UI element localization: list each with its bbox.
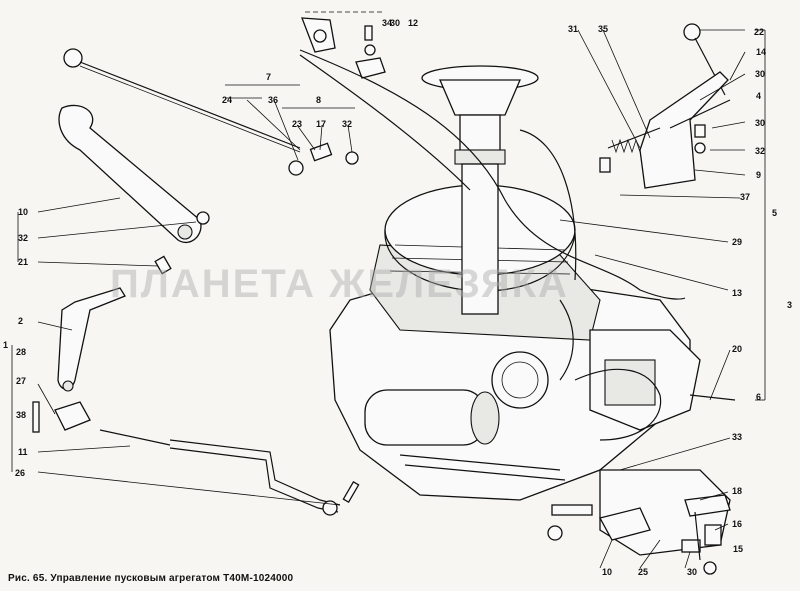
callout-14: 14	[756, 47, 766, 57]
callout-6: 6	[756, 392, 761, 402]
callout-15: 15	[733, 544, 743, 554]
engine-block	[329, 184, 736, 556]
callout-36: 36	[268, 95, 278, 105]
callout-23: 23	[292, 119, 302, 129]
callout-32b: 32	[342, 119, 352, 129]
callout-31: 31	[568, 24, 578, 34]
callout-9: 9	[756, 170, 761, 180]
linkage-lower-right	[547, 494, 731, 575]
callout-8: 8	[316, 95, 321, 105]
callout-37: 37	[740, 192, 750, 202]
callout-22: 22	[754, 27, 764, 37]
callout-32a: 32	[18, 233, 28, 243]
callout-21: 21	[18, 257, 28, 267]
callout-10a: 10	[18, 207, 28, 217]
callout-38: 38	[16, 410, 26, 420]
callout-10b: 10	[602, 567, 612, 577]
callout-18: 18	[732, 486, 742, 496]
linkage-left	[32, 48, 360, 516]
callout-2: 2	[18, 316, 23, 326]
air-cleaner	[421, 65, 577, 315]
callout-16: 16	[732, 519, 742, 529]
callout-7: 7	[266, 72, 271, 82]
lever-assembly-right	[599, 23, 731, 189]
callout-28: 28	[16, 347, 26, 357]
figure-caption: Рис. 65. Управление пусковым агрегатом Т…	[8, 573, 294, 584]
callout-24: 24	[222, 95, 232, 105]
callout-1: 1	[3, 340, 8, 350]
leader-lines	[11, 29, 766, 569]
callout-29: 29	[732, 237, 742, 247]
callout-12: 12	[408, 18, 418, 28]
callout-30b: 30	[755, 69, 765, 79]
callout-5: 5	[772, 208, 777, 218]
callout-26: 26	[15, 468, 25, 478]
callout-3: 3	[787, 300, 792, 310]
callout-35: 35	[598, 24, 608, 34]
callout-13: 13	[732, 288, 742, 298]
callout-25: 25	[638, 567, 648, 577]
callout-30c: 30	[755, 118, 765, 128]
watermark-text: ПЛАНЕТА ЖЕЛЕЗЯКА	[110, 262, 569, 306]
callout-34: 34	[382, 18, 392, 28]
callout-20: 20	[732, 344, 742, 354]
callout-17: 17	[316, 119, 326, 129]
callout-30a: 30	[390, 18, 400, 28]
callout-32c: 32	[755, 146, 765, 156]
callout-11: 11	[18, 447, 28, 457]
callout-30d: 30	[687, 567, 697, 577]
upper-bracket	[299, 11, 686, 300]
callouts: 1 2 3 4 5 6 7 8 9 10 10 11 12 13 14 15 1…	[3, 18, 792, 577]
callout-27: 27	[16, 376, 26, 386]
callout-4: 4	[756, 91, 761, 101]
callout-33: 33	[732, 432, 742, 442]
